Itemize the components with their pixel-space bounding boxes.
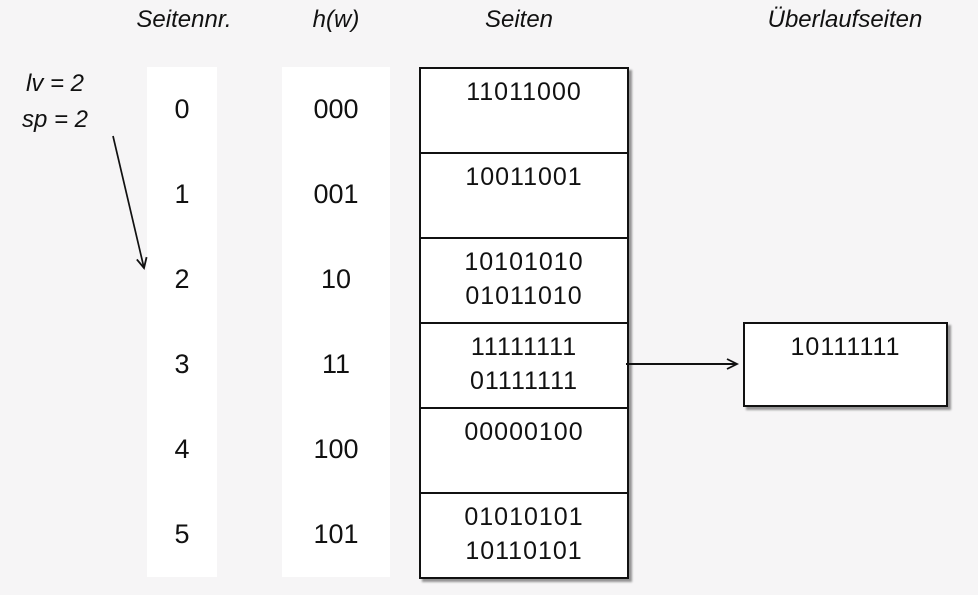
bucket-entry: 11011000 [466,78,582,106]
bucket-row: 11011000 [421,69,627,154]
hash-value-cell: 11 [321,349,351,379]
bucket-entry: 10110101 [465,537,583,565]
bucket-row: 10101010 01011010 [421,239,627,324]
hash-value-cell: 000 [313,94,359,124]
level-split-pointer-annotation: lv = 2 sp = 2 [12,66,98,138]
column-header-hash-function: h(w) [312,6,360,33]
column-header-pages: Seiten [484,6,554,33]
split-pointer-value: sp = 2 [21,106,89,133]
page-number-cell: 0 [174,94,190,124]
hash-value-cell: 100 [313,434,359,464]
hash-value-cell: 10 [320,264,352,294]
page-number-cell: 1 [174,179,190,209]
bucket-row: 00000100 [421,409,627,494]
level-value: lv = 2 [25,70,85,97]
page-number-cell: 4 [174,434,190,464]
hash-value-column: 000 001 10 11 100 101 [282,67,390,577]
bucket-row: 01010101 10110101 [421,494,627,577]
bucket-entry: 01011010 [465,282,583,310]
page-number-cell: 2 [174,264,190,294]
page-number-cell: 3 [174,349,190,379]
bucket-entry: 11111111 [470,333,578,361]
bucket-entry: 01010101 [464,503,584,531]
overflow-entry: 10111111 [790,333,901,361]
bucket-entry: 01111111 [469,367,579,395]
page-number-column: 0 1 2 3 4 5 [147,67,217,577]
bucket-row: 10011001 [421,154,627,239]
bucket-row: 11111111 01111111 [421,324,627,409]
overflow-page-box: 10111111 [743,322,948,407]
page-number-cell: 5 [174,519,190,549]
split-pointer-arrow [112,135,148,270]
bucket-entry: 10101010 [464,248,584,276]
pages-bucket-table: 11011000 10011001 10101010 01011010 1111… [419,67,629,579]
hash-value-cell: 001 [313,179,359,209]
column-header-page-number: Seitennr. [136,6,232,33]
bucket-entry: 00000100 [464,418,584,446]
column-header-overflow-pages: Überlaufseiten [767,6,923,33]
hash-value-cell: 101 [313,519,359,549]
bucket-entry: 10011001 [465,163,583,191]
